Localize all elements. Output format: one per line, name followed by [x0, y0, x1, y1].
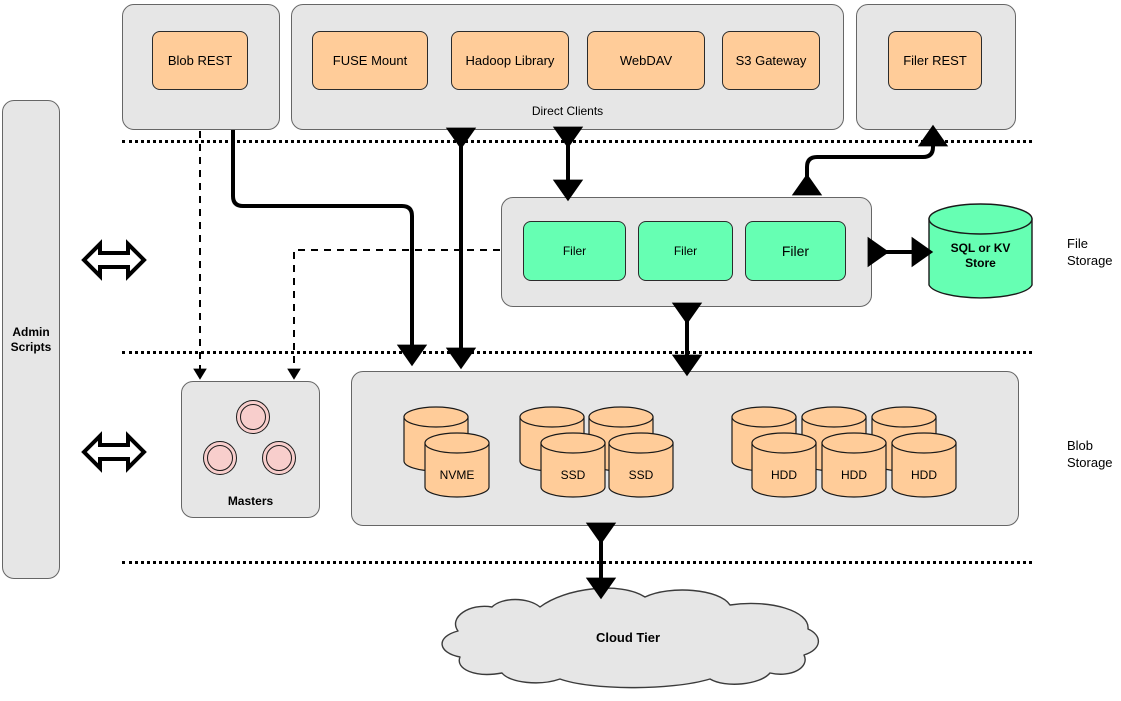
blob-storage-label-line2: Storage — [1067, 454, 1113, 470]
admin-to-file-storage-double-arrow — [81, 239, 147, 281]
tier-separator-file-blob — [122, 351, 1032, 354]
sql-kv-store-label-line2: Store — [965, 256, 996, 270]
master-node-1[interactable] — [236, 400, 270, 434]
hdd-cylinder-front-3[interactable]: HDD — [891, 432, 957, 498]
fuse-mount-label: FUSE Mount — [332, 53, 408, 68]
master-node-inner-3 — [266, 445, 292, 471]
direct-clients-group-label: Direct Clients — [531, 104, 604, 118]
blob-storage-label-line1: Blob — [1067, 438, 1094, 453]
connector-filers-to-masters-dashed — [287, 249, 500, 380]
blob-rest-label: Blob REST — [167, 53, 233, 68]
s3-gateway-box[interactable]: S3 Gateway — [722, 31, 820, 90]
filer-rest-label: Filer REST — [903, 53, 967, 68]
tier-separator-blob-cloud — [122, 561, 1032, 564]
admin-to-blob-storage-double-arrow — [81, 431, 147, 473]
cloud-tier-label: Cloud Tier — [595, 630, 661, 645]
sql-kv-store-label-line1: SQL or KV — [950, 241, 1011, 255]
hdd-cylinder-front-1[interactable]: HDD — [751, 432, 817, 498]
hadoop-library-label: Hadoop Library — [465, 53, 555, 68]
connector-blob-rest-to-volumes — [231, 130, 428, 367]
fuse-mount-box[interactable]: FUSE Mount — [312, 31, 428, 90]
connector-filer-rest-to-filers — [791, 124, 949, 196]
masters-label: Masters — [227, 494, 274, 508]
hadoop-library-box[interactable]: Hadoop Library — [451, 31, 569, 90]
webdav-box[interactable]: WebDAV — [587, 31, 705, 90]
master-node-2[interactable] — [203, 441, 237, 475]
cloud-tier-shape[interactable]: Cloud Tier — [430, 585, 826, 691]
filer-rest-box[interactable]: Filer REST — [888, 31, 982, 90]
ssd-cylinder-front-2[interactable]: SSD — [608, 432, 674, 498]
webdav-label: WebDAV — [619, 53, 673, 68]
file-storage-label-line2: Storage — [1067, 252, 1113, 268]
master-node-inner-2 — [207, 445, 233, 471]
filer-box-3[interactable]: Filer — [745, 221, 846, 281]
master-node-inner-1 — [240, 404, 266, 430]
filer-box-1[interactable]: Filer — [523, 221, 626, 281]
filer-box-2[interactable]: Filer — [638, 221, 733, 281]
nvme-cylinder-front[interactable]: NVME — [424, 432, 490, 498]
file-storage-region-label: File Storage — [1067, 236, 1113, 270]
file-storage-label-line1: File — [1067, 236, 1088, 251]
tier-separator-clients-file — [122, 140, 1032, 143]
sql-kv-store-label: SQL or KV Store — [928, 241, 1033, 271]
admin-scripts-label-line2: Scripts — [10, 339, 52, 354]
master-node-3[interactable] — [262, 441, 296, 475]
blob-rest-box[interactable]: Blob REST — [152, 31, 248, 90]
s3-gateway-label: S3 Gateway — [735, 53, 807, 68]
blob-storage-region-label: Blob Storage — [1067, 438, 1113, 472]
filer-label-1: Filer — [562, 244, 587, 258]
sql-kv-store-cylinder[interactable]: SQL or KV Store — [928, 203, 1033, 301]
admin-scripts-sidebar[interactable]: Admin Scripts — [2, 100, 60, 579]
filer-label-2: Filer — [673, 244, 698, 258]
ssd-cylinder-front-1[interactable]: SSD — [540, 432, 606, 498]
hdd-cylinder-front-2[interactable]: HDD — [821, 432, 887, 498]
filer-label-3: Filer — [781, 243, 810, 259]
admin-scripts-label-line1: Admin — [12, 324, 50, 339]
